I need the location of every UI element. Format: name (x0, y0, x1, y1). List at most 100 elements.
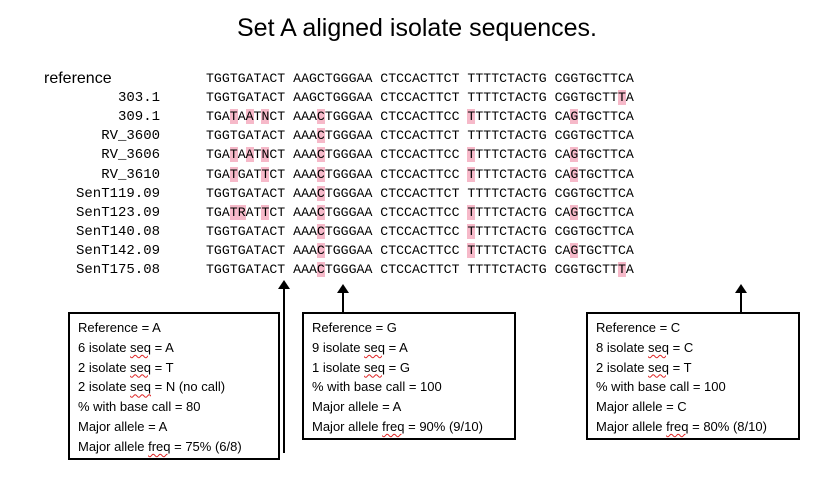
nucleotide: T (491, 262, 500, 277)
nucleotide: T (324, 242, 333, 258)
nucleotide: A (293, 90, 302, 106)
nucleotide: G (348, 262, 357, 277)
nucleotide: T (388, 262, 397, 277)
nucleotide: C (617, 147, 626, 163)
nucleotide: T (483, 90, 492, 106)
nucleotide: T (427, 242, 436, 258)
nucleotide: C (269, 147, 278, 163)
nucleotide: T (388, 71, 397, 86)
nucleotide: T (206, 90, 214, 106)
nucleotide: G (237, 166, 246, 182)
nucleotide: T (229, 223, 238, 239)
annotation-line: 6 isolate seq = A (78, 339, 174, 355)
nucleotide: A (221, 147, 230, 163)
nucleotide: C (451, 204, 460, 220)
nucleotide: T (507, 262, 515, 277)
nucleotide: G (340, 147, 349, 163)
nucleotide: C (594, 204, 603, 220)
nucleotide: G (586, 128, 595, 144)
nucleotide: C (554, 185, 563, 201)
nucleotide: G (538, 204, 547, 220)
nucleotide: T (578, 166, 587, 182)
nucleotide: T (388, 128, 397, 144)
nucleotide: C (554, 128, 563, 144)
annotation-line: Major allele = A (312, 399, 402, 415)
annotation-line: % with base call = 80 (78, 399, 201, 415)
nucleotide: G (332, 128, 341, 144)
nucleotide: A (625, 166, 634, 182)
nucleotide: A (293, 166, 302, 182)
nucleotide: T (530, 204, 539, 220)
nucleotide: R (237, 204, 246, 220)
nucleotide: G (237, 223, 246, 239)
nucleotide: T (491, 128, 500, 144)
nucleotide: A (364, 90, 373, 106)
nucleotide: G (237, 262, 246, 277)
nucleotide: C (443, 109, 452, 125)
nucleotide: T (253, 242, 262, 258)
nucleotide: A (245, 185, 254, 201)
nucleotide: A (293, 128, 302, 144)
nucleotide: C (443, 90, 452, 106)
annotation-line: Major allele = C (596, 399, 687, 415)
nucleotide: T (277, 223, 286, 239)
nucleotide: C (380, 109, 389, 125)
nucleotide: C (499, 223, 508, 239)
nucleotide: G (586, 185, 595, 201)
nucleotide: T (229, 185, 238, 201)
nucleotide: T (324, 71, 333, 86)
nucleotide: A (562, 109, 571, 125)
nucleotide: A (301, 223, 309, 239)
nucleotide: A (245, 166, 254, 182)
nucleotide: A (411, 71, 420, 86)
nucleotide: A (308, 109, 317, 125)
nucleotide: G (340, 128, 349, 144)
nucleotide: T (206, 128, 214, 144)
annotation-line: Major allele freq = 80% (8/10) (596, 418, 767, 434)
nucleotide: C (269, 71, 278, 86)
nucleotide: C (269, 242, 278, 258)
nucleotide: A (411, 166, 420, 182)
nucleotide: A (514, 242, 523, 258)
nucleotide: T (277, 204, 286, 220)
nucleotide: T (475, 204, 484, 220)
nucleotide: T (507, 71, 515, 86)
nucleotide: A (411, 109, 420, 125)
nucleotide: G (538, 262, 547, 277)
nucleotide: C (499, 242, 508, 258)
nucleotide: G (213, 109, 222, 125)
sequence-name: SenT140.08 (75, 223, 160, 240)
nucleotide: C (269, 185, 278, 201)
nucleotide: A (293, 147, 302, 163)
nucleotide: G (221, 242, 230, 258)
nucleotide: C (404, 147, 412, 163)
nucleotide: G (348, 147, 357, 163)
nucleotide: C (554, 166, 563, 182)
nucleotide: C (499, 147, 508, 163)
nucleotide: T (530, 166, 539, 182)
annotation-line: % with base call = 100 (596, 379, 726, 395)
nucleotide: T (451, 71, 460, 86)
nucleotide: C (316, 128, 325, 144)
nucleotide: T (451, 262, 460, 277)
nucleotide: C (522, 90, 531, 106)
nucleotide: A (221, 109, 230, 125)
nucleotide: A (308, 185, 317, 201)
nucleotide: A (625, 262, 634, 277)
nucleotide: T (491, 109, 500, 125)
nucleotide: G (340, 109, 349, 125)
nucleotide: T (507, 204, 515, 220)
nucleotide: G (340, 90, 349, 106)
nucleotide: G (332, 204, 341, 220)
nucleotide: C (396, 242, 405, 258)
nucleotide: G (332, 90, 341, 106)
nucleotide: T (475, 185, 484, 201)
nucleotide: A (625, 223, 634, 239)
nucleotide: A (301, 166, 309, 182)
nucleotide: C (419, 109, 428, 125)
nucleotide: T (483, 166, 492, 182)
nucleotide: A (514, 128, 523, 144)
nucleotide: C (396, 71, 405, 86)
nucleotide: G (213, 262, 222, 277)
